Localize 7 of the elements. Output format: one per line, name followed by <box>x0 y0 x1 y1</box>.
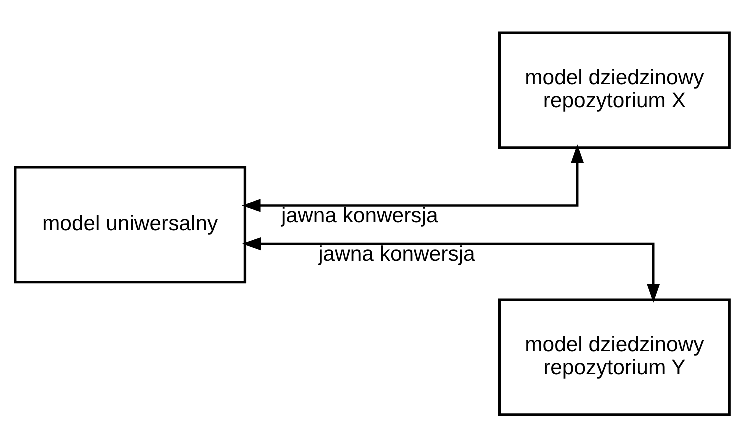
node-box: model dziedzinowy repozytorium Y <box>498 298 731 416</box>
arrow <box>242 144 584 212</box>
arrow <box>242 237 660 303</box>
edge-label: jawna konwersja <box>318 243 476 266</box>
node-box: model uniwersalny <box>14 166 247 284</box>
edge-label: jawna konwersja <box>282 204 438 228</box>
node-box: model dziedzinowy repozytorium X <box>498 32 731 150</box>
